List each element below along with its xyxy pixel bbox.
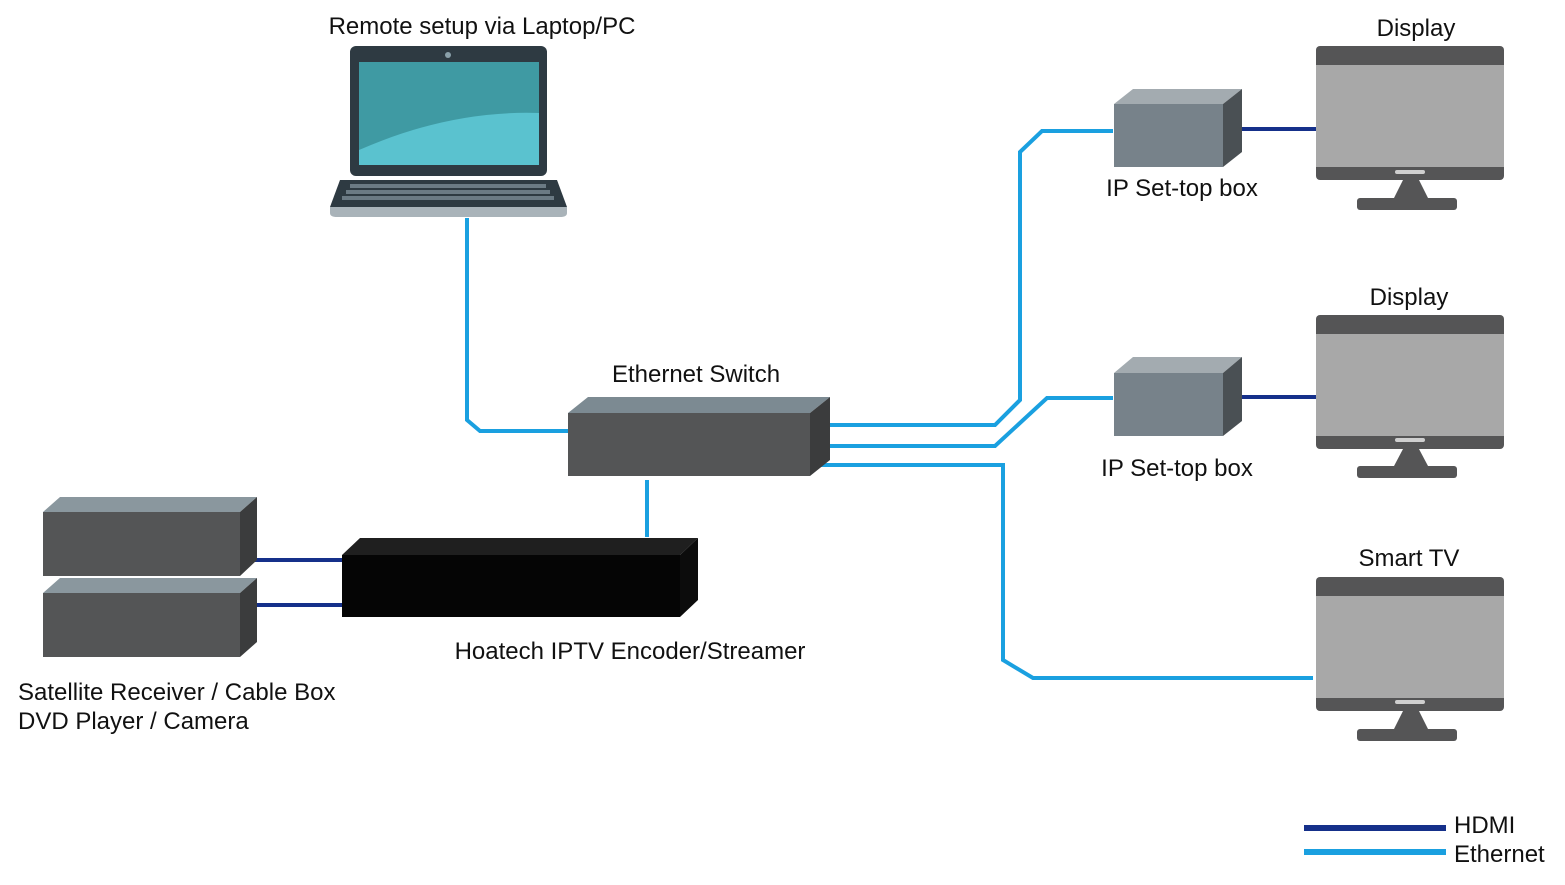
stb1-label: IP Set-top box [1106, 175, 1258, 202]
ethernet-switch-icon [568, 397, 830, 476]
laptop-icon [330, 46, 567, 217]
source-device-bottom-icon [43, 578, 257, 657]
display-2-icon [1316, 315, 1504, 478]
ethernet-cables [465, 129, 1313, 680]
sources-label-line1: Satellite Receiver / Cable Box [18, 679, 335, 706]
set-top-box-2-icon [1114, 357, 1242, 436]
smart-tv-label: Smart TV [1359, 545, 1460, 572]
legend-hdmi-label: HDMI [1454, 812, 1515, 839]
encoder-icon [342, 538, 698, 617]
stb2-label: IP Set-top box [1101, 455, 1253, 482]
encoder-label: Hoatech IPTV Encoder/Streamer [455, 638, 806, 665]
switch-label: Ethernet Switch [612, 361, 780, 388]
ethernet-switch-to-smart-tv [820, 463, 1313, 680]
display2-label: Display [1370, 284, 1449, 311]
set-top-box-1-icon [1114, 89, 1242, 167]
laptop-label: Remote setup via Laptop/PC [329, 13, 636, 40]
ethernet-switch-to-stb2 [826, 396, 1113, 448]
smart-tv-icon [1316, 577, 1504, 741]
legend: HDMI Ethernet [1304, 812, 1545, 868]
sources-label-line2: DVD Player / Camera [18, 708, 249, 735]
legend-ethernet-label: Ethernet [1454, 841, 1545, 868]
ethernet-laptop-to-switch [465, 218, 568, 433]
display1-label: Display [1377, 15, 1456, 42]
source-device-top-icon [43, 497, 257, 576]
ethernet-switch-to-stb1 [826, 129, 1113, 427]
display-1-icon [1316, 46, 1504, 210]
